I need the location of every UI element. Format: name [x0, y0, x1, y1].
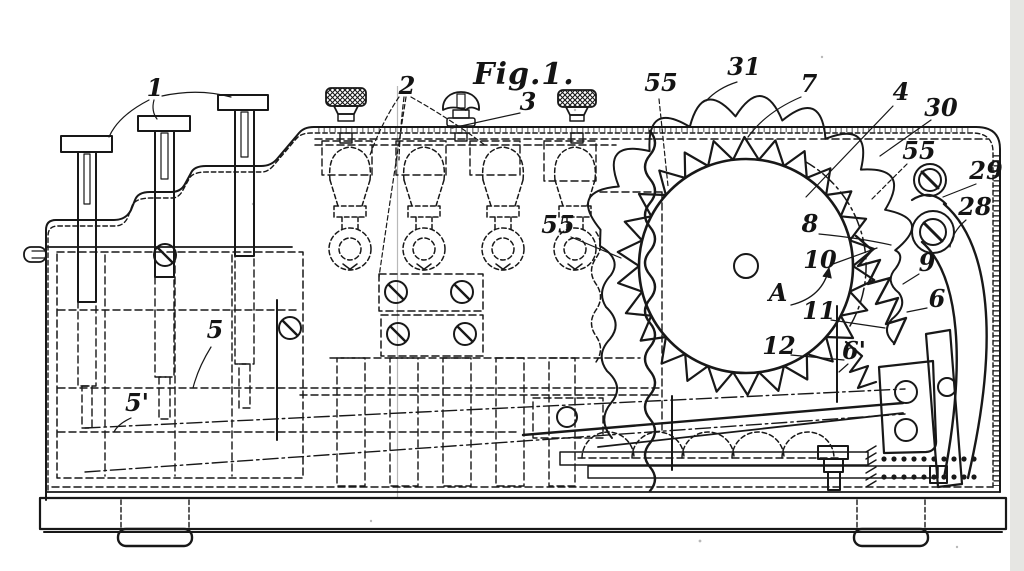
ref-label-55c: 55	[541, 210, 574, 239]
pawl-arm-outer	[942, 202, 988, 480]
rocker-bar	[521, 401, 905, 437]
ratchet-wheel	[599, 135, 908, 431]
plunger-keys	[60, 94, 269, 429]
plunger-key-1	[60, 135, 113, 429]
pitch-arc	[805, 161, 867, 327]
ref-label-A: A	[767, 278, 788, 307]
ref-label-11: 11	[802, 296, 835, 325]
centerline-lower	[84, 413, 906, 473]
ref-label-28: 28	[957, 192, 992, 221]
stop-block	[929, 465, 948, 484]
right-foot	[852, 527, 930, 548]
ref-label-4: 4	[893, 77, 910, 106]
ref-label-10: 10	[803, 245, 837, 274]
knurled-thumbscrew-left	[325, 87, 367, 144]
pawl-arm-inner	[920, 240, 958, 480]
internal-mechanism	[56, 140, 906, 487]
ref-label-6: 6	[929, 284, 946, 313]
rivet-dot-rows	[881, 456, 977, 480]
ref-label-9: 9	[919, 248, 936, 277]
pivot-screw-lower	[911, 210, 955, 254]
reference-labels: Fig.1. 1 2 3 55 31 7 4 30 55 29 28 8 10 …	[125, 52, 1003, 417]
pawl-arm-top	[910, 193, 948, 206]
under-plate-dashed	[314, 138, 989, 146]
figure-title: Fig.1.	[472, 57, 574, 92]
ref-label-55a: 55	[644, 68, 677, 97]
torn-edge-dashed-echo	[590, 231, 602, 363]
machine-case	[23, 126, 1001, 501]
pedestal	[817, 445, 849, 491]
pivot-screw-upper	[913, 163, 947, 197]
spring-scallops	[581, 431, 835, 459]
ref-label-5: 5	[207, 315, 224, 344]
scalloped-shield-outline	[586, 95, 914, 439]
top-knobs	[325, 87, 597, 144]
rotation-arrow	[790, 266, 832, 306]
valve-column-2	[402, 146, 446, 271]
pawl-assembly	[521, 163, 988, 491]
wheel-hub	[733, 253, 759, 279]
ref-label-7: 7	[801, 69, 818, 98]
valve-column-4	[553, 146, 597, 271]
wheel-teeth	[616, 135, 876, 397]
centerline-upper	[84, 388, 906, 429]
ref-label-5p: 5'	[125, 388, 149, 417]
cover-shield	[577, 95, 914, 493]
hatch-strip	[865, 445, 877, 488]
ref-label-55b: 55	[902, 136, 935, 165]
ref-label-3: 3	[520, 87, 537, 116]
ref-label-2: 2	[398, 71, 416, 100]
ref-label-30: 30	[924, 93, 958, 122]
case-inner-line	[47, 132, 994, 491]
ref-label-8: 8	[801, 209, 819, 238]
hidden-plate-edge	[599, 191, 663, 431]
ref-label-1: 1	[147, 73, 164, 102]
tapered-lever	[924, 328, 964, 489]
screw-plate	[378, 273, 484, 357]
frame-screw-mid	[277, 315, 303, 341]
page-edge-shadow	[1010, 0, 1024, 571]
ref-label-29: 29	[968, 156, 1003, 185]
bracket-plate	[877, 359, 938, 455]
knurled-thumbscrew-right	[557, 89, 597, 144]
base-and-feet	[38, 486, 1008, 548]
left-foot	[116, 527, 194, 548]
valve-column-3	[481, 146, 525, 271]
torn-break-edge	[643, 129, 657, 493]
ref-label-6p: 6'	[842, 336, 866, 365]
plunger-key-2	[137, 115, 191, 420]
left-compartment	[56, 251, 304, 479]
pawl-teeth-lower	[844, 340, 878, 390]
base-plate	[38, 496, 1008, 531]
ref-label-31: 31	[727, 52, 760, 81]
left-wall-latch	[23, 246, 47, 263]
valve-column-1	[328, 146, 372, 271]
leader-lines	[108, 81, 977, 433]
slide-plate-lower	[587, 465, 939, 479]
case-outline	[45, 126, 1001, 501]
ref-label-12: 12	[762, 331, 795, 360]
